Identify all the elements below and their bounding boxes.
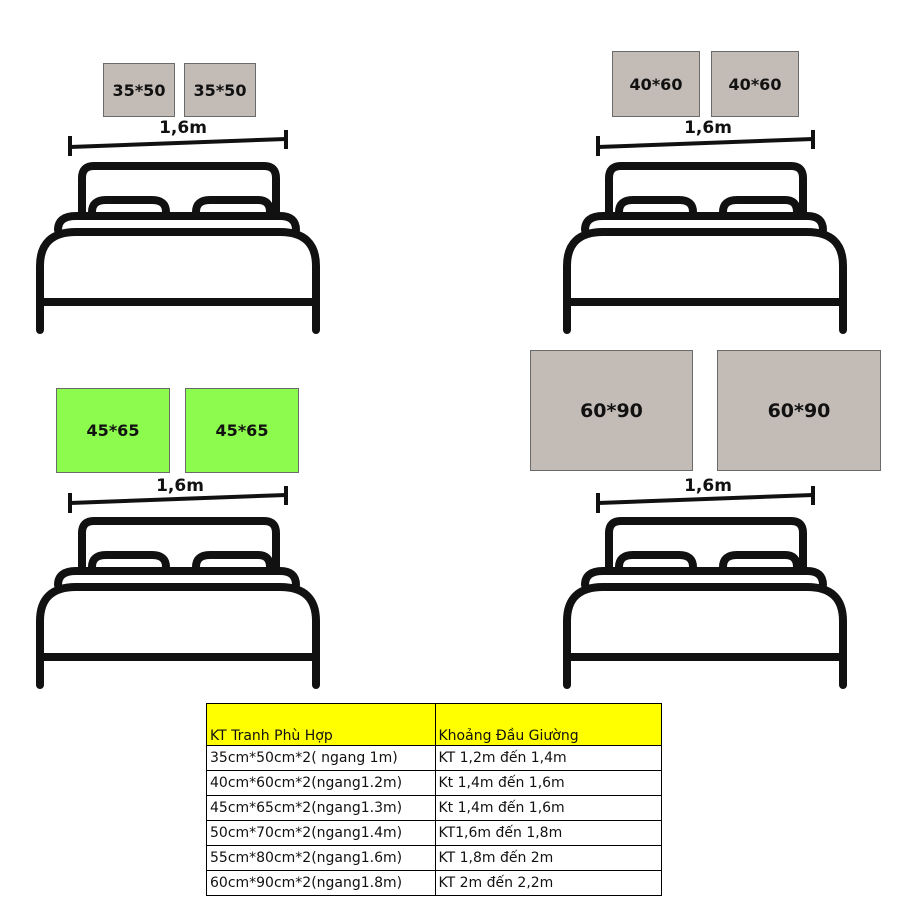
panel-4: 60*90 60*90 1,6m (450, 350, 900, 700)
table-cell: 60cm*90cm*2(ngang1.8m) (206, 870, 436, 896)
width-measure-line (596, 130, 815, 156)
bed-icon (36, 162, 320, 334)
painting-size-label: 45*65 (215, 421, 269, 440)
table-row: 50cm*70cm*2(ngang1.4m) KT1,6m đến 1,8m (206, 820, 662, 846)
panel-3: 45*65 45*65 1,6m (0, 350, 450, 700)
width-measure-line (68, 486, 288, 513)
table-cell: KT 2m đến 2,2m (434, 870, 662, 896)
table-row: 35cm*50cm*2( ngang 1m) KT 1,2m đến 1,4m (206, 745, 662, 771)
table-cell: 35cm*50cm*2( ngang 1m) (206, 745, 436, 771)
table-cell: KT1,6m đến 1,8m (434, 820, 662, 846)
painting-right: 40*60 (711, 51, 799, 117)
bed-width-label: 1,6m (159, 118, 207, 138)
header-painting-size: KT Tranh Phù Hợp (206, 703, 436, 746)
table-row: 40cm*60cm*2(ngang1.2m) Kt 1,4m đến 1,6m (206, 770, 662, 796)
painting-left: 60*90 (530, 350, 693, 471)
bed-icon (563, 517, 847, 689)
table-cell: 45cm*65cm*2(ngang1.3m) (206, 795, 436, 821)
painting-size-label: 60*90 (767, 399, 831, 422)
table-header-row: KT Tranh Phù Hợp Khoảng Đầu Giường (206, 703, 662, 746)
painting-size-label: 45*65 (86, 421, 140, 440)
size-reference-table: KT Tranh Phù Hợp Khoảng Đầu Giường 35cm*… (206, 703, 662, 896)
width-measure-line (68, 130, 288, 156)
painting-left: 40*60 (612, 51, 700, 117)
width-measure-line (596, 486, 815, 513)
panel-2: 40*60 40*60 1,6m (450, 0, 900, 350)
painting-left: 45*65 (56, 388, 170, 473)
painting-right: 35*50 (184, 63, 256, 117)
table-cell: 40cm*60cm*2(ngang1.2m) (206, 770, 436, 796)
table-cell: KT 1,2m đến 1,4m (434, 745, 662, 771)
table-row: 55cm*80cm*2(ngang1.6m) KT 1,8m đến 2m (206, 845, 662, 871)
bed-width-label: 1,6m (156, 476, 204, 496)
bed-icon (563, 162, 847, 334)
bed-width-label: 1,6m (684, 476, 732, 496)
table-cell: 55cm*80cm*2(ngang1.6m) (206, 845, 436, 871)
painting-size-label: 60*90 (580, 399, 643, 422)
painting-size-label: 35*50 (193, 80, 247, 100)
panel-1: 35*50 35*50 1,6m (0, 0, 450, 350)
bed-icon (36, 517, 320, 689)
header-headboard-width: Khoảng Đầu Giường (434, 703, 662, 746)
table-row: 45cm*65cm*2(ngang1.3m) Kt 1,4m đến 1,6m (206, 795, 662, 821)
painting-size-label: 40*60 (629, 74, 683, 94)
table-row: 60cm*90cm*2(ngang1.8m) KT 2m đến 2,2m (206, 870, 662, 896)
table-cell: 50cm*70cm*2(ngang1.4m) (206, 820, 436, 846)
painting-size-label: 40*60 (728, 74, 782, 94)
painting-right: 60*90 (717, 350, 881, 471)
painting-size-label: 35*50 (112, 80, 166, 100)
table-cell: Kt 1,4m đến 1,6m (434, 795, 662, 821)
painting-left: 35*50 (103, 63, 175, 117)
painting-right: 45*65 (185, 388, 299, 473)
table-cell: Kt 1,4m đến 1,6m (434, 770, 662, 796)
bed-width-label: 1,6m (684, 118, 732, 138)
table-cell: KT 1,8m đến 2m (434, 845, 662, 871)
